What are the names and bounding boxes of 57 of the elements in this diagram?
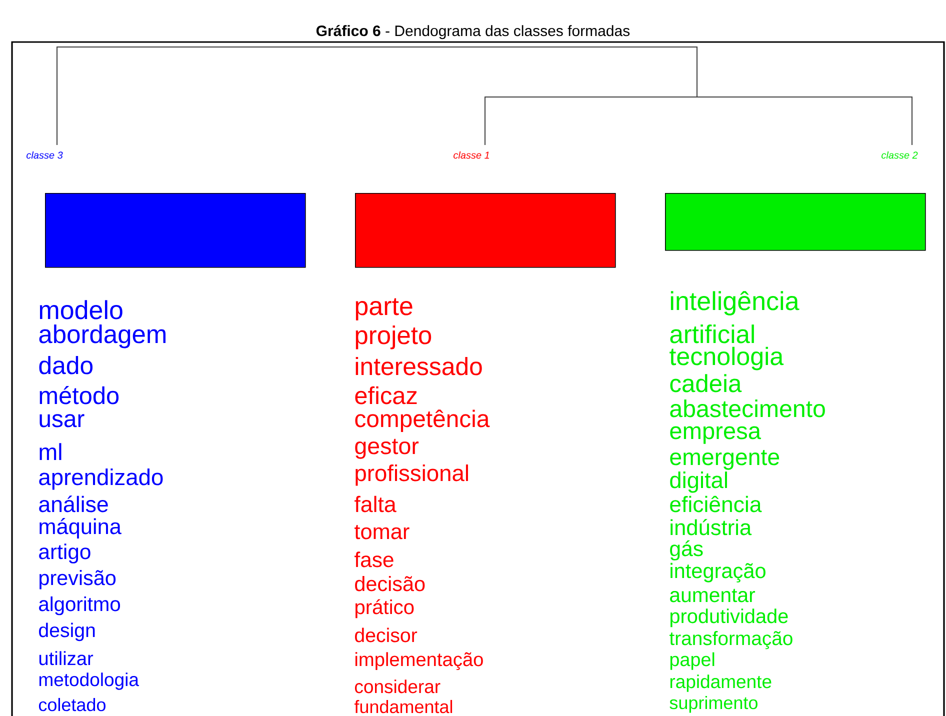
keyword: tecnologia: [670, 346, 784, 370]
class-label: classe 1: [454, 151, 490, 159]
keyword: eficiência: [670, 496, 762, 512]
keyword: interessado: [356, 356, 482, 376]
keyword: decisão: [355, 576, 425, 592]
keyword: usar: [40, 414, 84, 428]
keyword: método: [40, 386, 119, 404]
keyword: cadeia: [670, 374, 742, 392]
keyword: aumentar: [670, 588, 756, 602]
keyword: artificial: [670, 324, 754, 344]
keyword: metodologia: [39, 672, 139, 690]
keyword: rapidamente: [670, 674, 772, 692]
keyword: análise: [39, 496, 108, 512]
keyword: digital: [670, 472, 727, 493]
keyword: suprimento: [670, 696, 758, 713]
keyword: coletado: [38, 698, 106, 712]
keyword: previsão: [40, 570, 116, 590]
keyword: utilizar: [39, 651, 94, 666]
keyword: parte: [356, 298, 412, 320]
keyword: integração: [670, 562, 766, 582]
class-label: classe 2: [882, 151, 918, 159]
keyword: transformação: [670, 630, 792, 650]
keyword: design: [39, 622, 95, 642]
keyword: gás: [670, 540, 703, 560]
keyword: algoritmo: [39, 596, 120, 616]
keyword: abordagem: [39, 324, 166, 348]
class-label: classe 3: [26, 151, 63, 159]
keyword: indústria: [670, 518, 752, 536]
keyword: eficaz: [355, 386, 417, 404]
keyword: fase: [354, 552, 394, 568]
keyword: decisor: [355, 628, 418, 642]
keyword: emergente: [670, 450, 780, 470]
keyword: profissional: [356, 464, 468, 486]
keyword: competência: [355, 410, 490, 432]
keyword: prático: [356, 599, 414, 618]
keyword: implementação: [355, 652, 483, 670]
class-bar: [665, 193, 926, 251]
keyword: papel: [670, 652, 714, 670]
keyword: inteligência: [670, 291, 800, 316]
title: Gráfico 6 - Dendograma das classes formadas: [316, 25, 630, 40]
class-bar: [45, 193, 306, 268]
keyword: modelo: [40, 300, 122, 320]
keyword: tomar: [354, 524, 410, 540]
keyword: abastecimento: [670, 400, 825, 418]
keyword: dado: [39, 356, 93, 374]
keyword: fundamental: [354, 700, 452, 714]
keyword: considerar: [354, 680, 440, 694]
keyword: empresa: [670, 426, 762, 444]
keyword: artigo: [39, 544, 90, 564]
keyword: máquina: [40, 518, 122, 538]
keyword: projeto: [356, 326, 432, 350]
keyword: aprendizado: [39, 468, 163, 490]
class-bar: [355, 193, 616, 268]
keyword: falta: [354, 496, 396, 512]
keyword: produtividade: [670, 608, 788, 628]
keyword: gestor: [355, 438, 419, 459]
keyword: ml: [40, 443, 62, 460]
